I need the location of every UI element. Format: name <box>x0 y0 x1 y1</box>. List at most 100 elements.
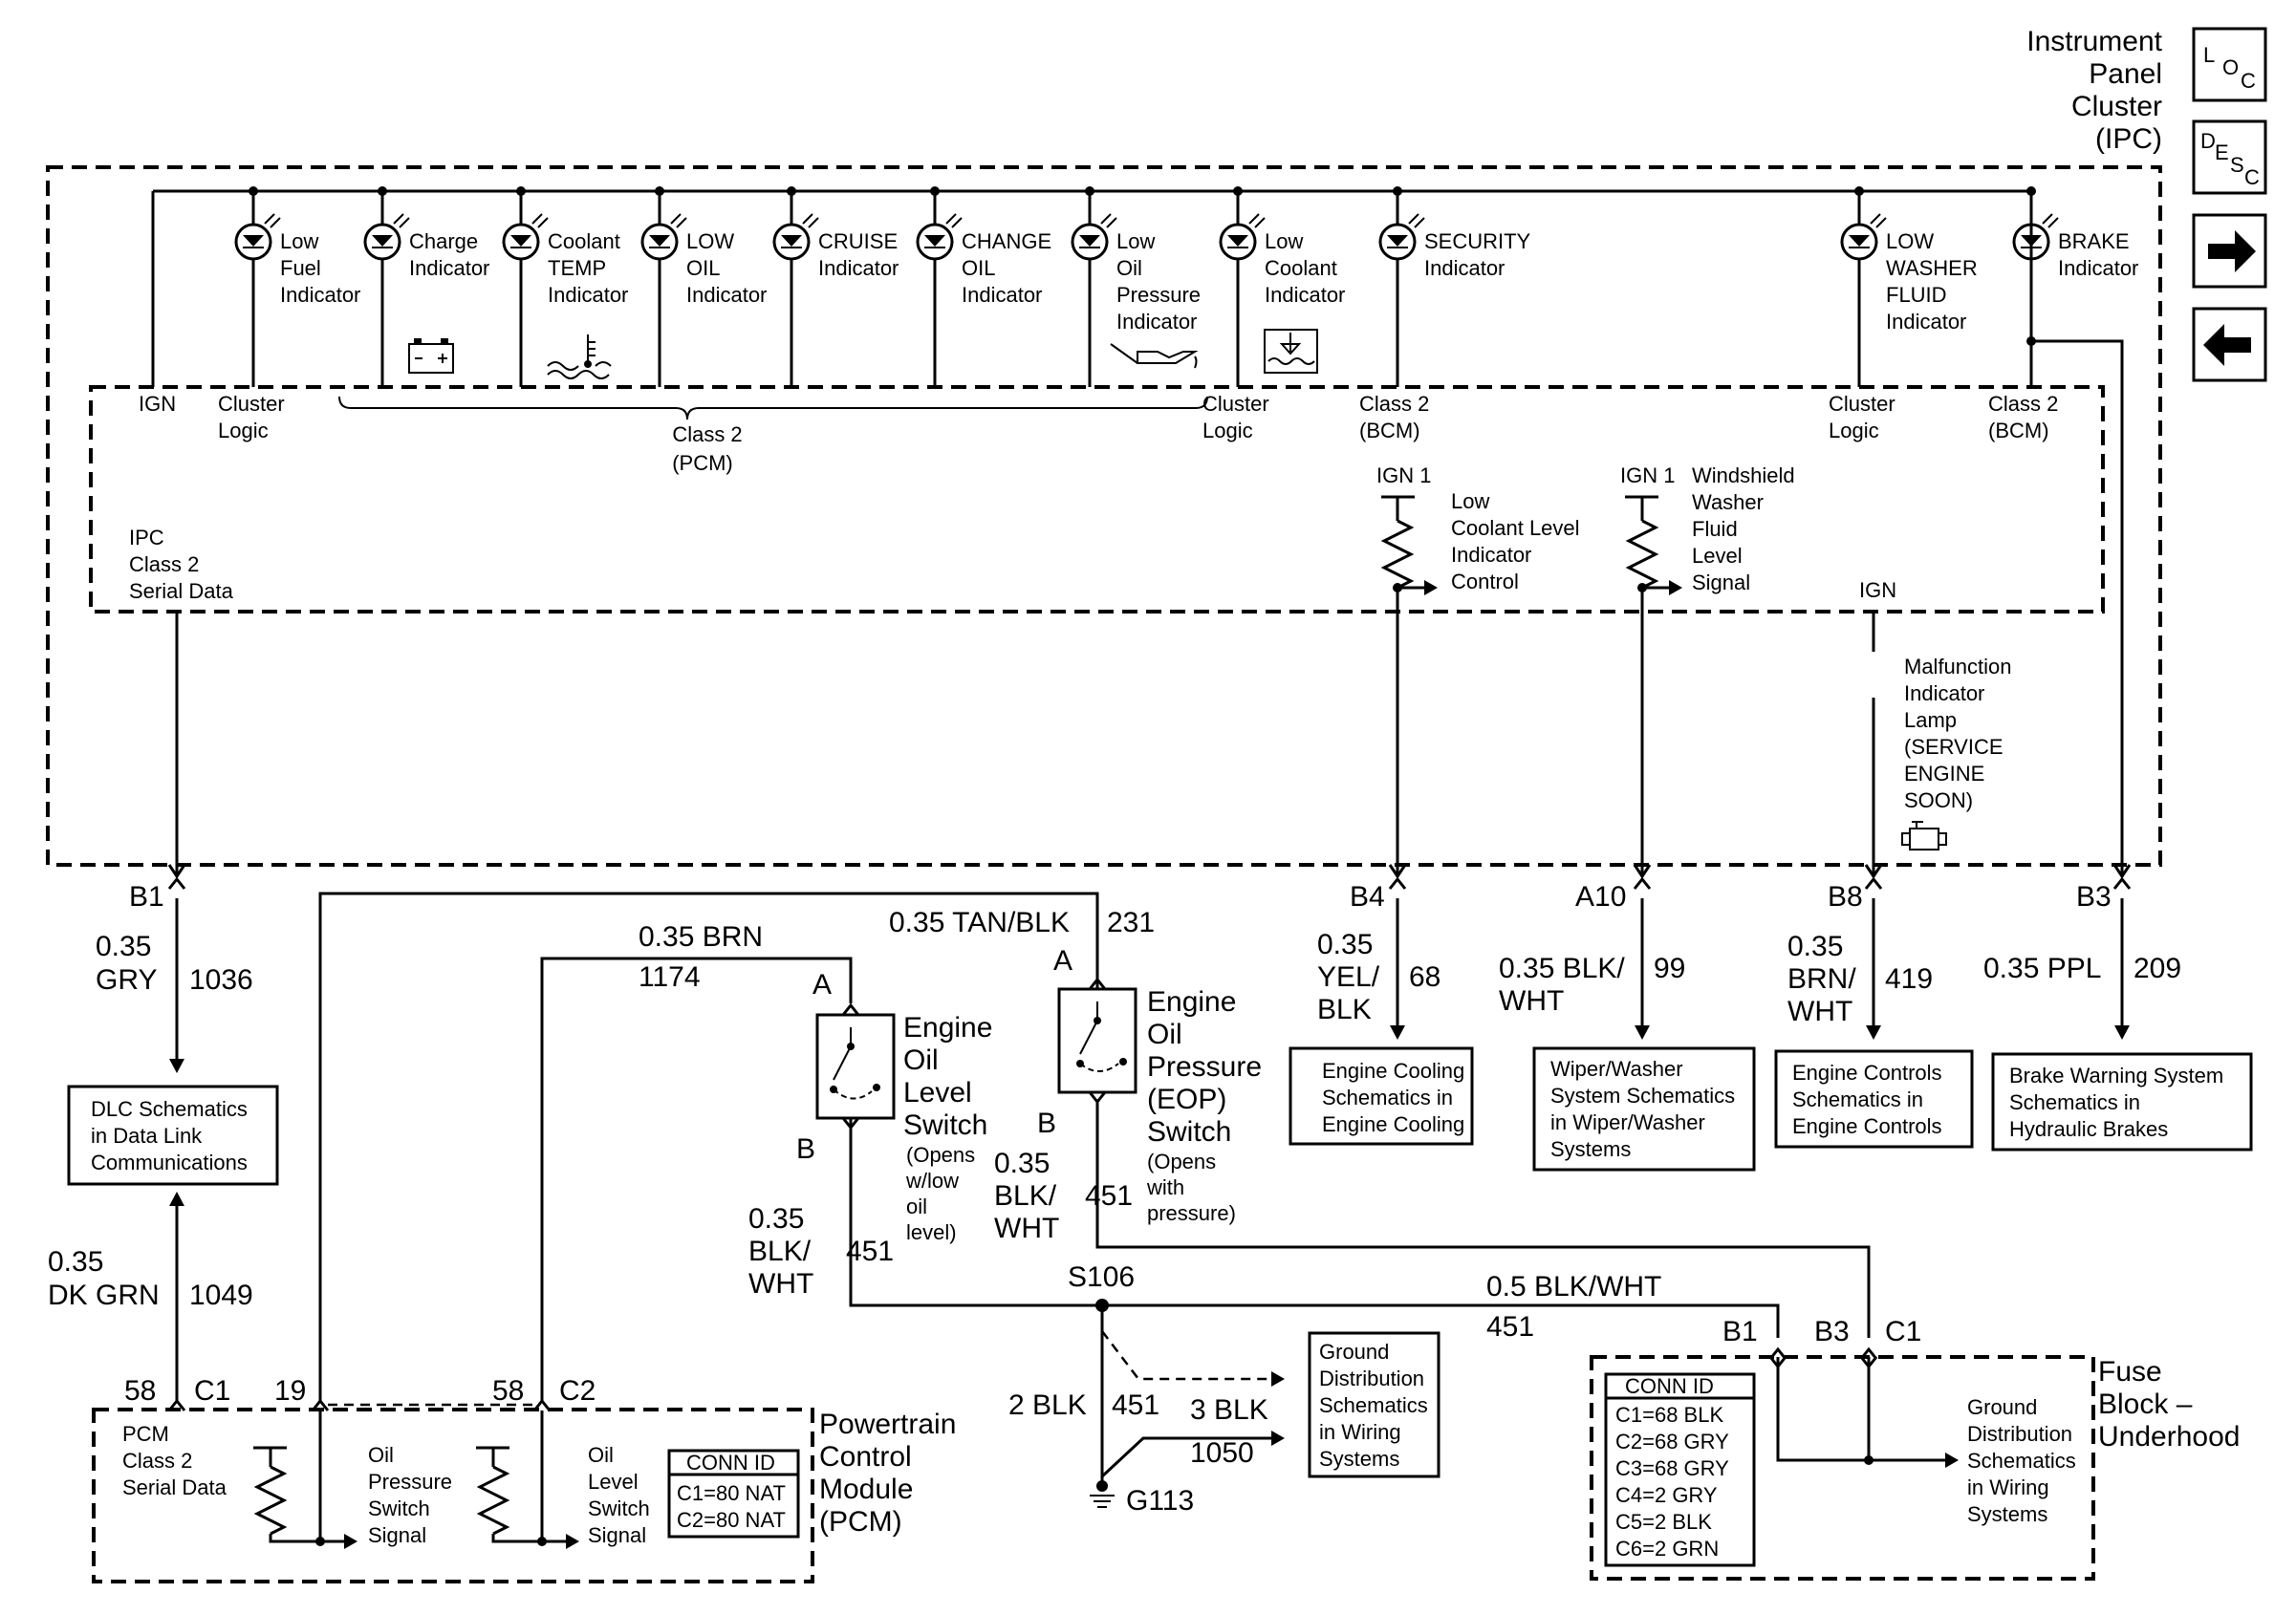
svg-text:Communications: Communications <box>91 1151 248 1174</box>
wire-231 <box>318 892 1099 1403</box>
svg-text:C1=80 NAT: C1=80 NAT <box>677 1481 786 1505</box>
brake-warning-reference-box[interactable]: Brake Warning System Schematics in Hydra… <box>1991 1052 2253 1152</box>
engine-cooling-reference-box[interactable]: Engine Cooling Schematics in Engine Cool… <box>1289 1046 1474 1146</box>
svg-text:Switch: Switch <box>588 1497 650 1520</box>
svg-text:Fluid: Fluid <box>1692 517 1738 541</box>
indicator-label: OIL <box>686 256 720 280</box>
fuse-pin-b1: B1 <box>1722 1316 1758 1347</box>
indicator-lamps: LowFuelIndicatorChargeIndicatorCoolantTE… <box>234 191 2138 387</box>
engine-oil-level-switch: A B Engine Oil Level Switch (Opens w/low… <box>796 969 992 1244</box>
class2-bcm-label-1: Class 2 (BCM) <box>1359 392 1429 442</box>
svg-text:Engine: Engine <box>903 1012 992 1044</box>
wire-label-blk-wht-99: 0.35 BLK/ WHT 99 <box>1499 953 1685 1017</box>
svg-text:C6=2 GRN: C6=2 GRN <box>1615 1537 1719 1561</box>
wiper-washer-reference-box[interactable]: Wiper/Washer System Schematics in Wiper/… <box>1532 1046 1756 1172</box>
svg-text:Indicator: Indicator <box>1451 543 1531 567</box>
connector-pin-4 <box>2112 864 2132 890</box>
svg-text:Signal: Signal <box>588 1523 646 1547</box>
svg-text:Schematics in: Schematics in <box>2009 1090 2140 1114</box>
svg-text:BLK/: BLK/ <box>748 1236 812 1267</box>
wire-label-brn-1174: 0.35 BRN 1174 <box>639 921 763 993</box>
malfunction-indicator-lamp: IGN Malfunction Indicator Lamp (SERVICE … <box>1859 578 2012 851</box>
svg-text:PCM: PCM <box>122 1422 169 1446</box>
svg-text:Logic: Logic <box>1829 419 1879 442</box>
svg-text:C: C <box>2241 69 2256 93</box>
next-arrow-button[interactable] <box>2192 213 2267 289</box>
indicator-label: LOW <box>686 229 734 253</box>
fuse-conn-id-table: CONN ID C1=68 BLK C2=68 GRY C3=68 GRY C4… <box>1604 1372 1756 1567</box>
class2-bcm-label-2: Class 2 (BCM) <box>1988 392 2058 442</box>
svg-text:IGN: IGN <box>1859 578 1896 602</box>
svg-text:(IPC): (IPC) <box>2095 123 2162 155</box>
svg-text:Oil: Oil <box>588 1443 614 1467</box>
svg-text:68: 68 <box>1409 961 1440 993</box>
svg-text:Engine Cooling: Engine Cooling <box>1322 1112 1464 1136</box>
svg-text:Low: Low <box>1451 489 1489 513</box>
dlc-reference-box[interactable]: DLC Schematics in Data Link Communicatio… <box>67 1085 279 1186</box>
svg-text:in Wiper/Washer: in Wiper/Washer <box>1550 1110 1705 1134</box>
wire-451-pressure <box>1095 1102 1871 1338</box>
pullup-resistor <box>1380 519 1415 590</box>
svg-text:Control: Control <box>819 1441 912 1473</box>
svg-text:in Wiring: in Wiring <box>1967 1475 2049 1499</box>
pcm-serial-label: PCM Class 2 Serial Data <box>122 1422 227 1499</box>
svg-text:Schematics: Schematics <box>1319 1393 1428 1417</box>
svg-text:451: 451 <box>1085 1180 1133 1212</box>
svg-text:C2=80 NAT: C2=80 NAT <box>677 1508 786 1532</box>
svg-text:Brake Warning System: Brake Warning System <box>2009 1064 2223 1087</box>
connector-pin-2 <box>1633 864 1652 890</box>
coolant-level-control-circuit: IGN 1 Low Coolant Level Indicator Contro… <box>1376 463 1580 877</box>
ipc-outer-boundary <box>46 165 2162 867</box>
indicator-label: Indicator <box>280 283 360 307</box>
svg-text:Instrument: Instrument <box>2026 26 2162 57</box>
svg-text:in Data Link: in Data Link <box>91 1124 203 1148</box>
washer-fluid-level-circuit: IGN 1 Windshield Washer Fluid Level Sign… <box>1620 463 1795 877</box>
cluster-logic-label-3: Cluster Logic <box>1829 392 1895 442</box>
svg-text:Powertrain: Powertrain <box>819 1409 956 1440</box>
svg-text:BRN/: BRN/ <box>1787 963 1856 995</box>
svg-text:Panel: Panel <box>2089 58 2162 90</box>
svg-text:Fuse: Fuse <box>2098 1356 2162 1388</box>
wire-label-gry: 0.35 GRY 1036 <box>96 931 253 996</box>
pin-b3: B3 <box>2076 881 2112 913</box>
svg-text:BLK/: BLK/ <box>994 1180 1057 1212</box>
svg-text:Oil: Oil <box>368 1443 394 1467</box>
svg-text:C3=68 GRY: C3=68 GRY <box>1615 1456 1729 1480</box>
svg-text:Signal: Signal <box>368 1523 426 1547</box>
svg-text:(Opens: (Opens <box>906 1143 975 1167</box>
wire-label-2-blk: 2 BLK 451 <box>1008 1389 1159 1421</box>
pullup-resistor <box>1625 519 1659 590</box>
svg-text:Level: Level <box>588 1470 639 1494</box>
pcm-pin-58-c1: 58 <box>124 1375 156 1407</box>
engine-controls-reference-box[interactable]: Engine Controls Schematics in Engine Con… <box>1774 1049 1974 1149</box>
svg-text:Switch: Switch <box>1147 1116 1231 1148</box>
svg-text:oil: oil <box>906 1195 927 1218</box>
svg-text:Serial Data: Serial Data <box>129 579 234 603</box>
svg-text:Hydraulic Brakes: Hydraulic Brakes <box>2009 1117 2168 1141</box>
svg-text:GRY: GRY <box>96 964 157 996</box>
indicator-label: Indicator <box>2058 256 2138 280</box>
svg-text:Washer: Washer <box>1692 490 1764 514</box>
svg-text:0.35: 0.35 <box>96 931 151 962</box>
ground-distribution-reference-2[interactable]: Ground Distribution Schematics in Wiring… <box>1967 1395 2076 1526</box>
oil-can-icon <box>1110 343 1199 369</box>
connector-pins <box>167 864 2132 890</box>
engine-icon <box>1901 821 1947 851</box>
location-button[interactable]: L O C <box>2192 27 2267 102</box>
svg-text:Schematics: Schematics <box>1967 1449 2076 1473</box>
engine-oil-pressure-switch: A B Engine Oil Pressure (EOP) Switch (Op… <box>1037 945 1262 1225</box>
svg-text:Cluster: Cluster <box>2071 91 2162 122</box>
svg-text:Control: Control <box>1451 570 1519 593</box>
description-button[interactable]: D E S C <box>2192 119 2267 195</box>
svg-text:Serial Data: Serial Data <box>122 1475 227 1499</box>
svg-text:Class 2: Class 2 <box>672 422 742 446</box>
previous-arrow-button[interactable] <box>2192 307 2267 382</box>
svg-text:Indicator: Indicator <box>1904 681 1984 705</box>
ground-distribution-reference-box-1[interactable]: Ground Distribution Schematics in Wiring… <box>1308 1331 1440 1478</box>
